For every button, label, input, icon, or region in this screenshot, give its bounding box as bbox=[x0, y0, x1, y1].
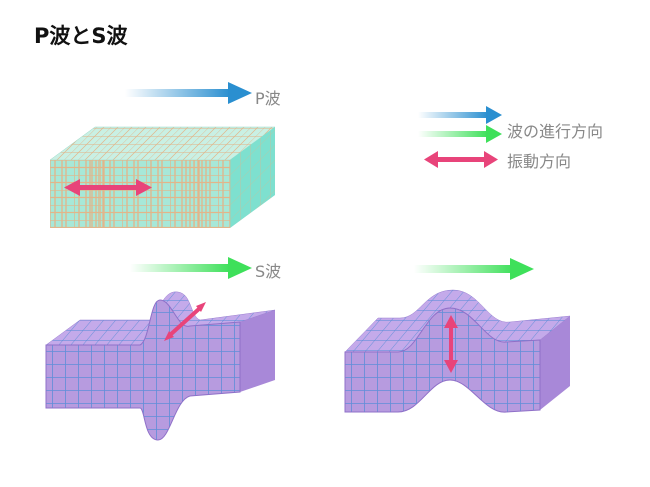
p-wave-vibration-arrow bbox=[64, 179, 152, 196]
legend-vibration-arrow bbox=[424, 151, 498, 168]
s-wave-label: S波 bbox=[255, 262, 282, 281]
legend-propagation-label: 波の進行方向 bbox=[507, 122, 604, 141]
p-wave-block bbox=[49, 126, 276, 228]
p-wave-label: P波 bbox=[255, 89, 281, 108]
s-wave-propagation-arrow-left bbox=[130, 257, 252, 279]
s-wave-block-horizontal bbox=[45, 291, 276, 441]
page-title: P波とS波 bbox=[34, 24, 128, 48]
s-wave-horizontal-vibration-arrow bbox=[164, 302, 206, 341]
s-wave-block-vertical bbox=[344, 289, 571, 413]
legend-propagation-arrow-blue bbox=[418, 106, 502, 124]
p-wave-propagation-arrow bbox=[125, 82, 252, 104]
s-wave-vertical-vibration-arrow bbox=[444, 315, 458, 373]
legend-vibration-label: 振動方向 bbox=[507, 152, 572, 171]
s-wave-propagation-arrow-right bbox=[414, 258, 534, 280]
legend-propagation-arrow-green bbox=[418, 125, 502, 143]
